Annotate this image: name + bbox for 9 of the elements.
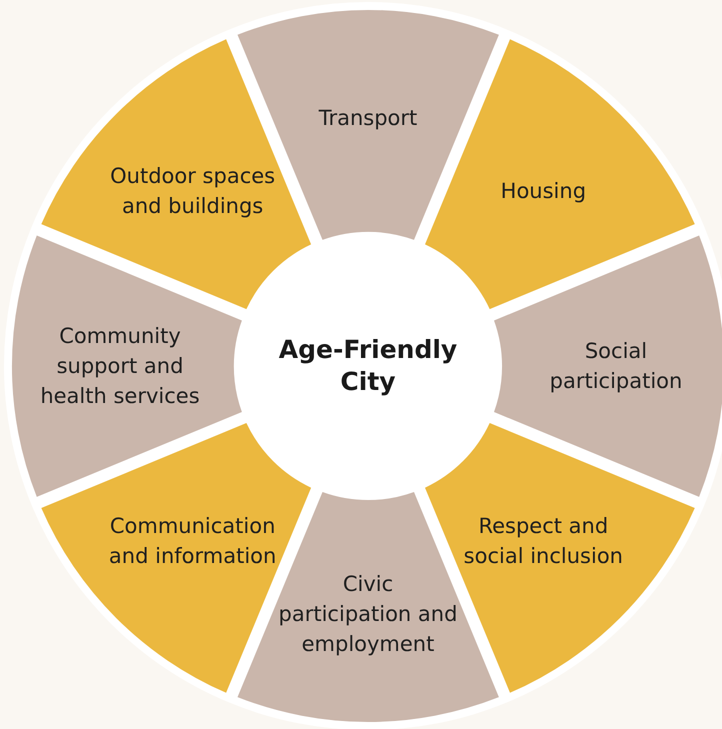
segment-label: Communication and information: [108, 513, 278, 570]
segment-label: Transport: [318, 105, 418, 132]
segment-label: Civic participation and employment: [278, 570, 458, 658]
segment-label: Community support and health services: [39, 322, 201, 410]
segment-label: Housing: [500, 178, 588, 205]
center-title: Age-Friendly City: [278, 334, 458, 398]
segment-label: Outdoor spaces and buildings: [109, 162, 276, 220]
segment-label: Respect and social inclusion: [462, 513, 624, 570]
segment-label: Social participation: [548, 338, 684, 395]
